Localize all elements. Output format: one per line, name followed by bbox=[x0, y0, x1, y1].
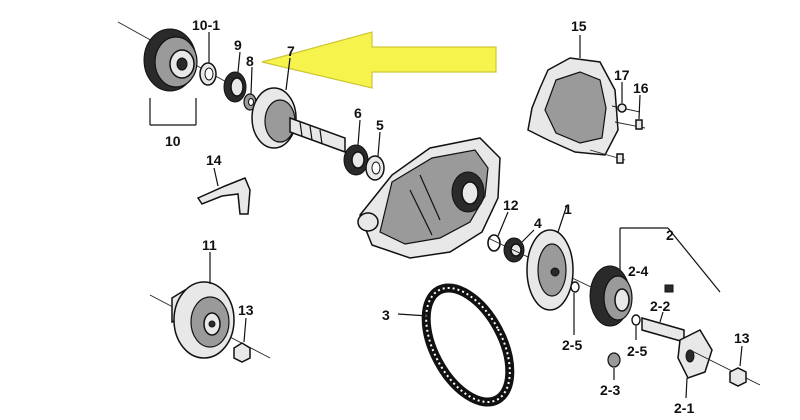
part-15-cover bbox=[527, 35, 619, 156]
part-2-3-weight bbox=[607, 352, 621, 380]
part-11-driven-pulley bbox=[149, 252, 271, 359]
label-4: 4 bbox=[534, 215, 542, 231]
label-14: 14 bbox=[206, 152, 222, 168]
label-12: 12 bbox=[503, 197, 519, 213]
part-9-bearing bbox=[223, 51, 247, 103]
part-3-drive-belt bbox=[397, 283, 515, 407]
label-8: 8 bbox=[246, 53, 254, 69]
label-2-4: 2-4 bbox=[628, 263, 648, 279]
label-10: 10 bbox=[165, 133, 181, 149]
label-2: 2 bbox=[666, 227, 674, 243]
label-7: 7 bbox=[287, 43, 295, 59]
label-6: 6 bbox=[354, 105, 362, 121]
part-1-drive-face bbox=[487, 204, 611, 311]
part-6-bearing bbox=[343, 119, 369, 176]
label-2-5-right: 2-5 bbox=[627, 343, 647, 359]
part-2-4-slider bbox=[664, 284, 674, 293]
part-5-seal bbox=[365, 131, 385, 181]
label-2-1: 2-1 bbox=[674, 400, 694, 416]
label-5: 5 bbox=[376, 117, 384, 133]
label-9: 9 bbox=[234, 37, 242, 53]
part-2-1-ramp-plate bbox=[677, 329, 713, 399]
label-16: 16 bbox=[633, 80, 649, 96]
label-10-1: 10-1 bbox=[192, 17, 220, 33]
label-3: 3 bbox=[382, 307, 390, 323]
part-13-nut-right bbox=[689, 345, 761, 387]
part-7-clutch-bell bbox=[251, 57, 346, 154]
part-2-2-collar bbox=[641, 311, 685, 343]
label-13-right: 13 bbox=[734, 330, 750, 346]
label-2-2: 2-2 bbox=[650, 298, 670, 314]
part-2-movable-face bbox=[589, 227, 721, 327]
label-13-left: 13 bbox=[238, 302, 254, 318]
label-15: 15 bbox=[571, 18, 587, 34]
crankcase-housing bbox=[357, 137, 501, 259]
part-10-1-washer bbox=[199, 32, 217, 86]
part-10-clutch-assembly bbox=[117, 21, 231, 92]
label-17: 17 bbox=[614, 67, 630, 83]
highlight-arrow bbox=[261, 31, 497, 89]
part-16-bolt bbox=[589, 94, 646, 164]
label-11: 11 bbox=[202, 237, 217, 253]
label-2-3: 2-3 bbox=[600, 382, 620, 398]
part-17-bolt bbox=[611, 82, 641, 113]
part-13-nut-left bbox=[233, 317, 251, 363]
label-2-5-left: 2-5 bbox=[562, 337, 582, 353]
part-14-guide bbox=[196, 167, 251, 215]
label-1: 1 bbox=[564, 201, 572, 217]
part-2-5-washer bbox=[570, 281, 641, 340]
